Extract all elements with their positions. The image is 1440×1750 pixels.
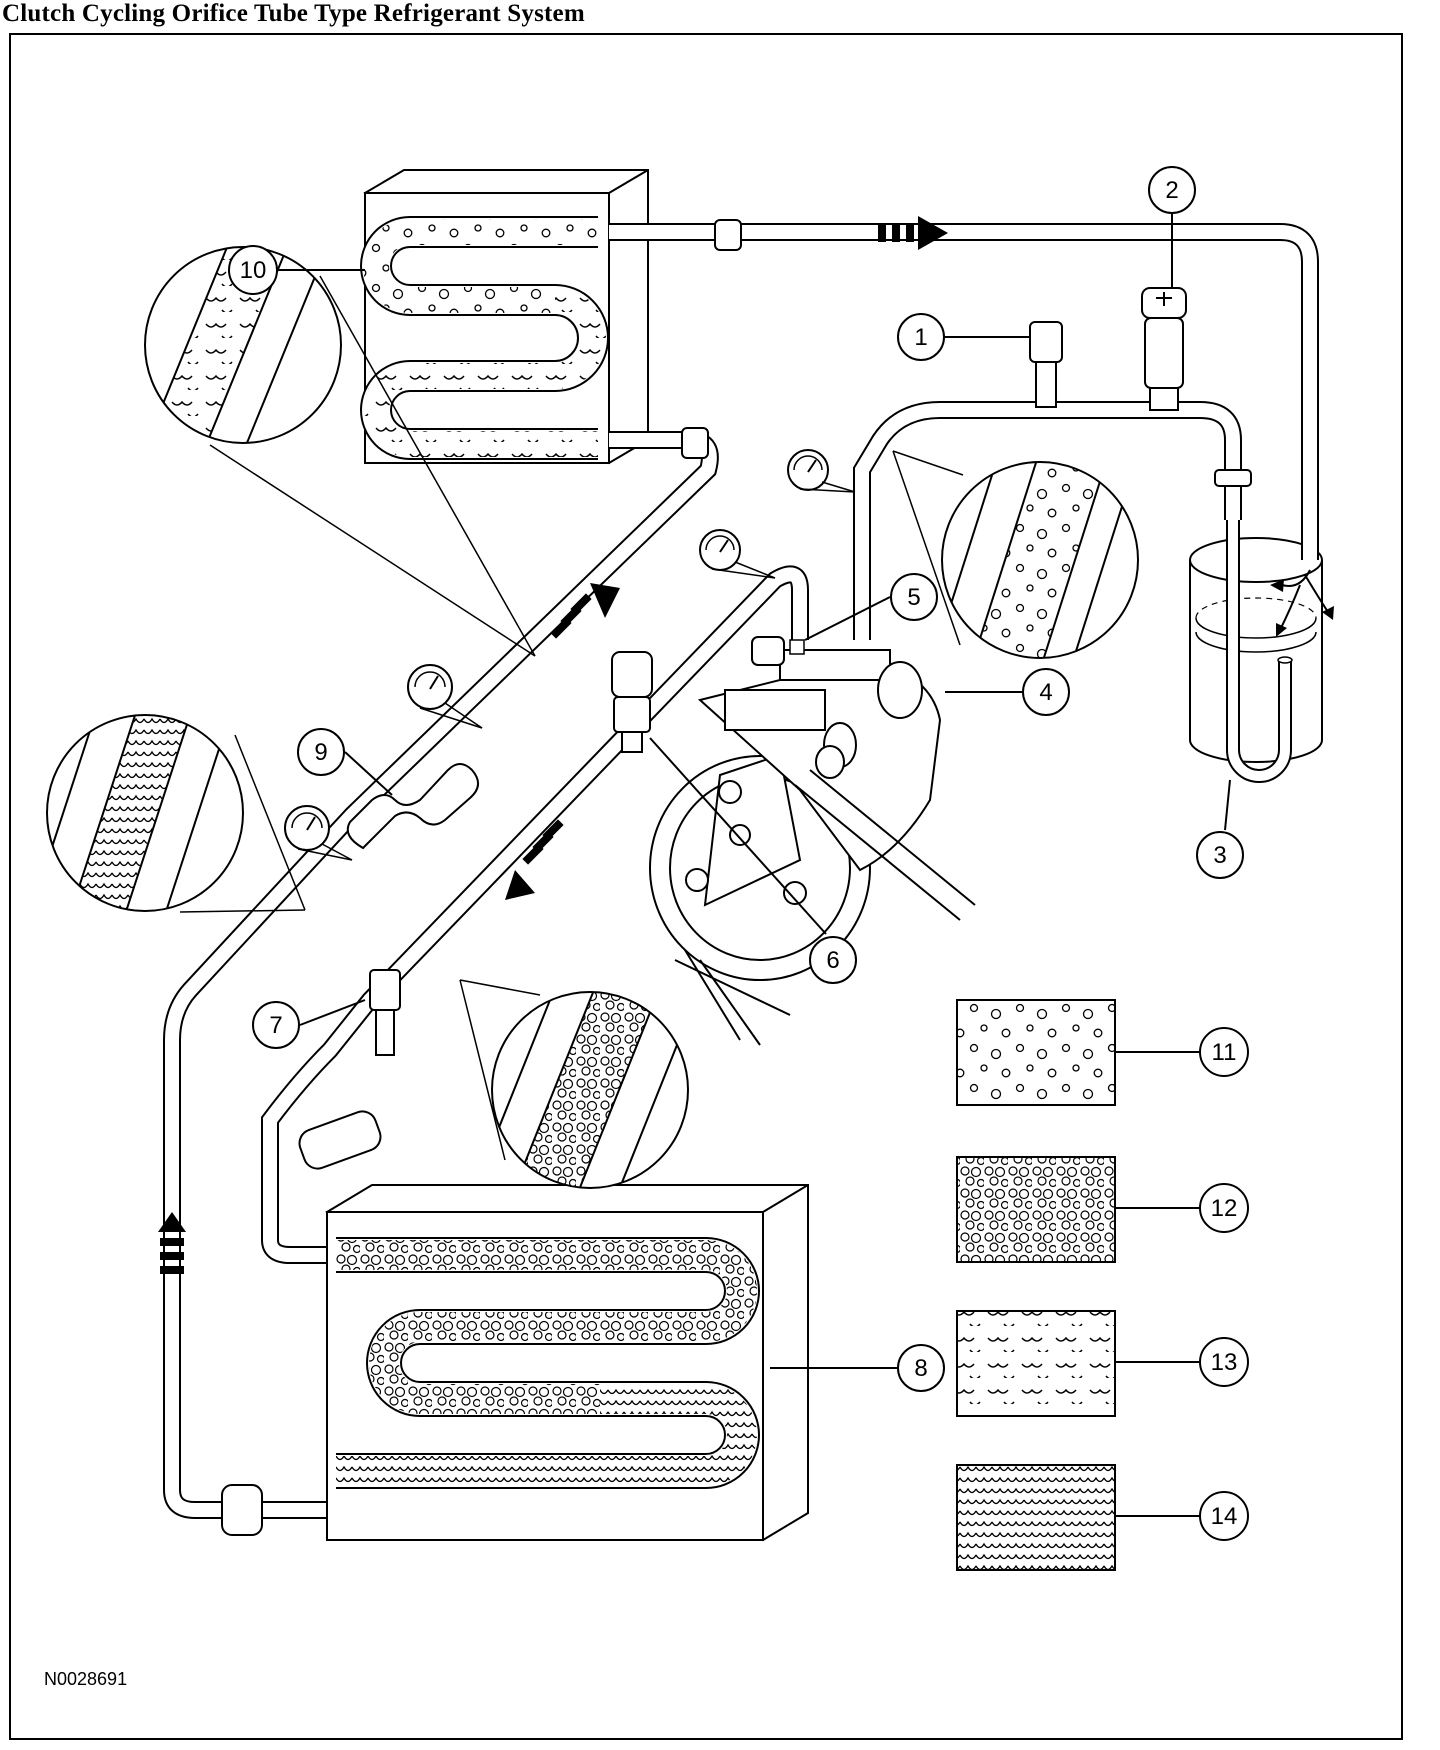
- callout-6: 6: [809, 936, 857, 984]
- callout-1: 1: [897, 313, 945, 361]
- callout-label: 13: [1211, 1349, 1238, 1376]
- callout-7: 7: [252, 1001, 300, 1049]
- pressure-cycling-switch: [1141, 287, 1187, 411]
- callout-label: 10: [240, 257, 267, 284]
- callout-label: 2: [1165, 177, 1178, 204]
- evaporator-fitting-top: [298, 1110, 382, 1170]
- callout-label: 1: [914, 324, 927, 351]
- callout-label: 14: [1211, 1503, 1238, 1530]
- callout-label: 12: [1211, 1195, 1238, 1222]
- legend-swatch-dense-bubbles: [956, 1156, 1200, 1263]
- page-title: Clutch Cycling Orifice Tube Type Refrige…: [2, 0, 585, 27]
- condenser: [360, 169, 649, 465]
- callout-14: 14: [1199, 1491, 1249, 1541]
- accumulator-inlet-fitting: [1214, 469, 1252, 487]
- magnifier-condenser-outlet: [144, 246, 536, 657]
- legend-swatch-sparse-waves: [956, 1310, 1200, 1417]
- callout-8: 8: [897, 1344, 945, 1392]
- flow-arrow-top: [878, 216, 948, 250]
- callout-5: 5: [890, 573, 938, 621]
- callout-label: 3: [1213, 842, 1226, 869]
- callout-2: 2: [1148, 166, 1196, 214]
- flow-arrow-down-evap-inlet: [505, 819, 564, 900]
- flow-arrow-up-liquid: [550, 583, 620, 639]
- callout-leaders: [277, 214, 1231, 1369]
- magnifier-liquid-line: [46, 714, 306, 913]
- callout-label: 11: [1212, 1039, 1237, 1066]
- condenser-fitting-bottom: [681, 427, 709, 459]
- callout-13: 13: [1199, 1337, 1249, 1387]
- magnifier-evaporator-inlet: [459, 979, 689, 1189]
- evaporator-fitting-bottom: [221, 1484, 263, 1536]
- magnifier-suction: [892, 450, 1139, 659]
- callout-label: 8: [914, 1355, 927, 1382]
- diagram-frame: [9, 33, 1403, 1740]
- callout-10: 10: [228, 245, 278, 295]
- callout-label: 5: [907, 584, 920, 611]
- evaporator-inlet-tube: [261, 565, 809, 1264]
- figure-id: N0028691: [44, 1669, 127, 1689]
- suction-line: [853, 401, 1242, 640]
- evaporator: [325, 1184, 809, 1542]
- discharge-tube-top: [609, 223, 1319, 560]
- pressure-transducer: [611, 651, 653, 753]
- callout-11: 11: [1199, 1027, 1249, 1077]
- legend-swatch-dense-scales: [956, 1464, 1200, 1571]
- pressure-gauge-icon: [787, 449, 856, 493]
- callout-label: 7: [269, 1012, 282, 1039]
- legend-swatch-sparse-bubbles: [956, 999, 1200, 1106]
- callout-label: 4: [1039, 679, 1052, 706]
- pressure-relief-valve: [369, 969, 401, 1056]
- service-valve-low: [1029, 321, 1063, 408]
- flow-arrow-up-left: [158, 1212, 186, 1274]
- pressure-gauge-icon: [407, 664, 483, 729]
- pressure-gauge-icon: [699, 529, 776, 579]
- callout-12: 12: [1199, 1183, 1249, 1233]
- accumulator: [1189, 520, 1334, 783]
- callout-3: 3: [1196, 831, 1244, 879]
- pressure-gauge-icon: [284, 805, 353, 861]
- orifice-tube: [346, 763, 479, 850]
- compressor: [649, 636, 976, 1046]
- callout-4: 4: [1022, 668, 1070, 716]
- callout-label: 6: [826, 947, 839, 974]
- callout-label: 9: [314, 739, 327, 766]
- condenser-fitting-top: [714, 219, 742, 251]
- callout-9: 9: [297, 728, 345, 776]
